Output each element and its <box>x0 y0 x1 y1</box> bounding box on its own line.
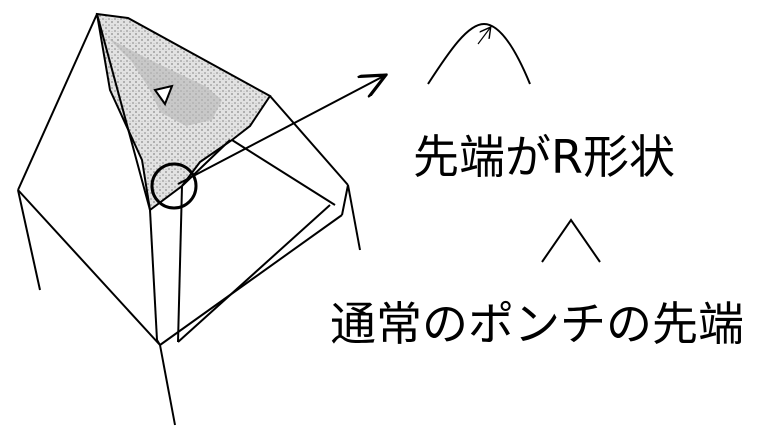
rounded-tip-label: 先端がR形状 <box>413 130 675 184</box>
normal-tip-label: 通常のポンチの先端 <box>330 297 744 351</box>
rounded-tip-profile <box>427 22 531 85</box>
punch-inner-triangle <box>153 84 174 107</box>
punch-ridge <box>108 38 222 126</box>
leader-arrow <box>177 76 384 185</box>
normal-tip-profile <box>541 218 601 263</box>
tip-highlight-circle <box>150 162 198 210</box>
radius-indicator-arrow <box>477 28 490 45</box>
punch-wireframe <box>17 13 361 426</box>
